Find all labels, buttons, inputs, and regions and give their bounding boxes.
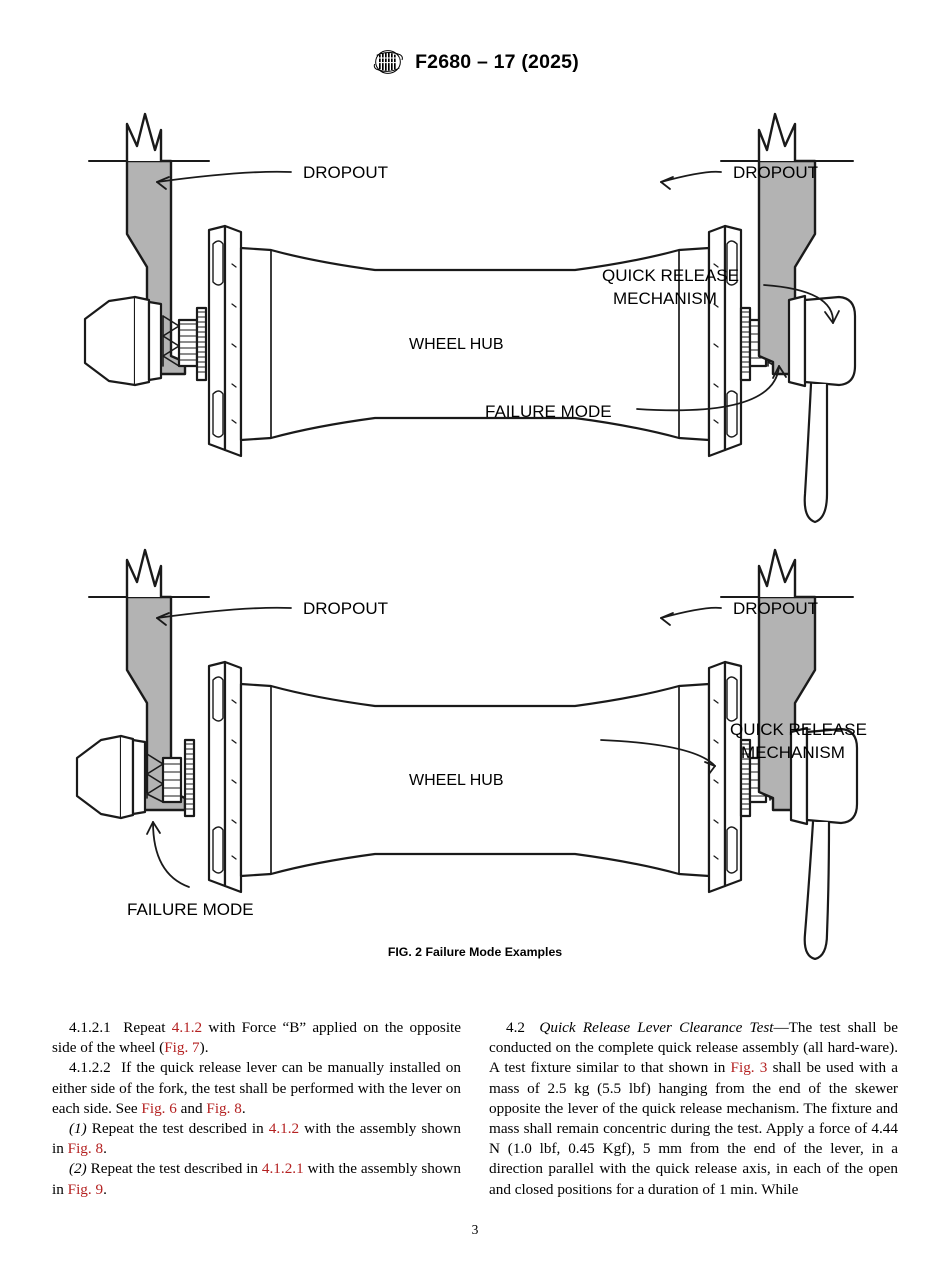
label-dropout-right: DROPOUT <box>733 599 818 618</box>
label-failure-mode: FAILURE MODE <box>127 900 254 919</box>
item-number-2: (2) <box>69 1160 87 1178</box>
label-quick-release-line1: QUICK RELEASE <box>602 266 739 285</box>
lockring-left <box>195 306 208 382</box>
axle-left <box>161 756 183 804</box>
axle-left <box>177 318 199 368</box>
section-number-4122: 4.1.2.2 <box>69 1059 111 1077</box>
text-4121-3: ). <box>199 1039 209 1057</box>
cross-ref-4122-1[interactable]: Fig. 6 <box>141 1099 177 1117</box>
section-number-42: 4.2 <box>506 1019 525 1036</box>
figure-caption: FIG. 2 Failure Mode Examples <box>387 945 563 959</box>
paragraph-4-1-2-2: 4.1.2.2 If the quick release lever can b… <box>52 1058 461 1119</box>
cross-ref-42-1[interactable]: Fig. 3 <box>730 1059 768 1077</box>
quick-release-mechanism-bottom <box>789 726 859 960</box>
hub-flange-left <box>207 660 243 894</box>
dropout-right-shape <box>720 548 854 812</box>
label-dropout-right: DROPOUT <box>733 163 818 182</box>
section-number-4121: 4.1.2.1 <box>69 1019 111 1036</box>
cross-ref-item1-2[interactable]: Fig. 8 <box>67 1140 104 1158</box>
text-item1-3: . <box>103 1140 107 1158</box>
text-item2-2: with the assembly shown in <box>52 1160 461 1198</box>
left-column: 4.1.2.1 Repeat 4.1.2 with Force “B” appl… <box>52 1018 461 1200</box>
page-number: 3 <box>471 1222 479 1237</box>
leader-lines <box>146 606 722 888</box>
right-column: 4.2 Quick Release Lever Clearance Test—T… <box>489 1018 898 1200</box>
label-wheel-hub: WHEEL HUB <box>409 336 504 353</box>
cross-ref-4121-2[interactable]: Fig. 7 <box>164 1039 200 1057</box>
text-4121-2: with Force “B” applied on the opposite s… <box>52 1019 462 1057</box>
hub-flange-right <box>707 224 743 458</box>
text-item1-1: Repeat the test described in <box>86 1120 269 1138</box>
cross-ref-item2-2[interactable]: Fig. 9 <box>67 1180 104 1198</box>
section-title-42: Quick Release Lever Clearance Test <box>539 1019 774 1036</box>
paragraph-item-2: (2) Repeat the test described in 4.1.2.1… <box>52 1159 461 1199</box>
skewer-left-endnut <box>83 295 151 387</box>
cross-ref-4122-2[interactable]: Fig. 8 <box>206 1099 242 1117</box>
lockring-right <box>739 738 752 818</box>
text-item2-1: Repeat the test described in <box>86 1160 262 1178</box>
paragraph-4-1-2-1: 4.1.2.1 Repeat 4.1.2 with Force “B” appl… <box>52 1018 461 1058</box>
label-quick-release-line2: MECHANISM <box>613 289 717 308</box>
cross-ref-item1-1[interactable]: 4.1.2 <box>268 1120 300 1138</box>
text-item2-3: . <box>103 1180 107 1198</box>
washer-left <box>131 738 147 816</box>
item-number-1: (1) <box>69 1120 87 1138</box>
text-item1-2: with the assembly shown in <box>52 1120 461 1158</box>
standard-designation: F2680 – 17 (2025) <box>415 50 579 73</box>
failure-mode-example-top: DROPOUT DROPOUT WHEEL HUB QUICK RELEASE … <box>83 112 857 524</box>
paragraph-item-1: (1) Repeat the test described in 4.1.2 w… <box>52 1119 461 1159</box>
dropout-right-shape <box>720 112 854 376</box>
paragraph-4-2: 4.2 Quick Release Lever Clearance Test—T… <box>489 1018 898 1200</box>
hub-flange-right <box>707 660 743 894</box>
washer-left <box>147 300 163 382</box>
text-4122-1: If the quick release lever can be manual… <box>52 1059 461 1117</box>
page-header: F2680 – 17 (2025) <box>0 48 950 76</box>
hub-flange-left <box>207 224 243 458</box>
lockring-right <box>739 306 752 382</box>
cross-ref-item2-1[interactable]: 4.1.2.1 <box>261 1160 304 1178</box>
figure-2-illustration: DROPOUT DROPOUT WHEEL HUB QUICK RELEASE … <box>0 104 950 960</box>
label-dropout-left: DROPOUT <box>303 599 388 618</box>
lockring-left <box>183 738 196 818</box>
quick-release-mechanism-top <box>787 294 857 524</box>
label-wheel-hub: WHEEL HUB <box>409 772 504 789</box>
leader-lines <box>156 170 840 412</box>
body-columns: 4.1.2.1 Repeat 4.1.2 with Force “B” appl… <box>52 1018 898 1200</box>
label-dropout-left: DROPOUT <box>303 163 388 182</box>
label-quick-release-line1: QUICK RELEASE <box>730 720 867 739</box>
text-4122-3: . <box>241 1099 246 1117</box>
skewer-left-endnut <box>75 734 135 820</box>
text-4122-2: and <box>176 1099 207 1117</box>
text-42-2: shall be used with a mass of 2.5 kg (5.5… <box>489 1059 898 1198</box>
astm-logo-icon <box>373 50 403 74</box>
cross-ref-4121-1[interactable]: 4.1.2 <box>171 1019 203 1036</box>
label-quick-release-line2: MECHANISM <box>741 743 845 762</box>
text-4121-1: Repeat <box>123 1019 172 1036</box>
failure-mode-example-bottom: DROPOUT DROPOUT WHEEL HUB QUICK RELEASE … <box>75 548 867 960</box>
text-42-1: —The test shall be conducted on the comp… <box>489 1019 898 1077</box>
label-failure-mode: FAILURE MODE <box>485 402 612 421</box>
